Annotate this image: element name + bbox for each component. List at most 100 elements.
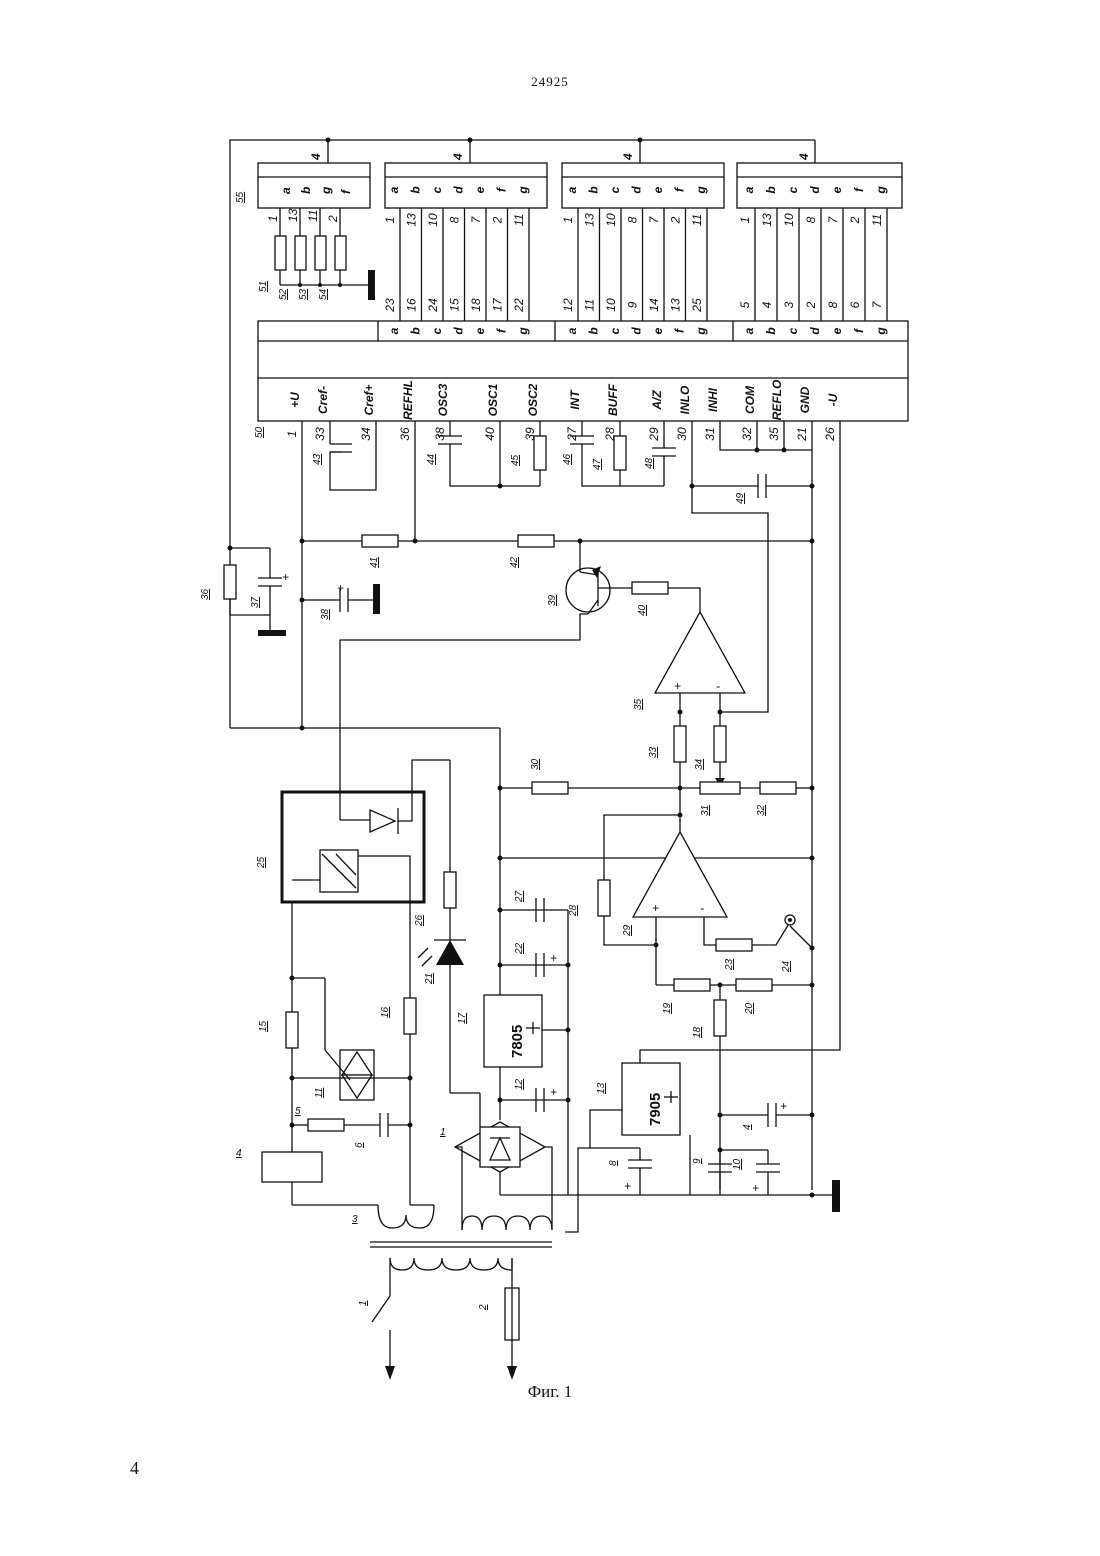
svg-text:26: 26 (414, 914, 425, 927)
display-3-pin: 1 (561, 217, 575, 224)
display-4-pin: 10 (782, 213, 796, 227)
svg-text:+: + (780, 1099, 787, 1113)
display-3-pin: 11 (690, 214, 704, 226)
svg-text:46: 46 (562, 453, 573, 465)
svg-text:10: 10 (732, 1158, 743, 1170)
display-2-pin: 10 (426, 213, 440, 227)
display-4-seg-e: e (830, 186, 844, 193)
svg-text:48: 48 (644, 457, 655, 469)
display-2-seg-g: g (516, 186, 530, 195)
adc-signal--u: +U (288, 392, 302, 408)
adc-segment-pin: 9 (626, 301, 640, 308)
adc-segment-pin: 7 (870, 300, 884, 308)
svg-text:+: + (550, 951, 557, 965)
svg-text:15: 15 (258, 1020, 269, 1032)
svg-text:31: 31 (700, 805, 711, 816)
display-2-seg-b: b (409, 186, 423, 193)
adc-signal-com: COM (743, 385, 757, 414)
page-number: 4 (130, 1458, 139, 1479)
svg-text:35: 35 (633, 698, 644, 710)
svg-text:+: + (550, 1085, 557, 1099)
display-4-seg-b: b (764, 186, 778, 193)
display-3-seg-c: c (608, 186, 622, 193)
adc-seg-b: b (587, 327, 601, 334)
adc-segment-pin: 23 (383, 298, 397, 313)
display-3-pin: 13 (583, 213, 597, 227)
adc-pin: 32 (740, 427, 754, 441)
svg-text:4: 4 (621, 153, 635, 161)
svg-text:41: 41 (369, 557, 380, 568)
adc-pin: 35 (767, 427, 781, 441)
svg-text:2: 2 (478, 1304, 489, 1311)
adc-segment-pin: 8 (826, 301, 840, 308)
display-1: 55 4 a b g f 1 13 11 2 51 52 53 54 (235, 153, 375, 300)
adc-seg-e: e (473, 327, 487, 334)
display-2-seg-c: c (430, 186, 444, 193)
display-4-seg-d: d (808, 186, 822, 194)
adc-signal-gnd: GND (798, 386, 812, 413)
svg-text:54: 54 (318, 288, 329, 300)
adc-pin: 33 (313, 427, 327, 441)
svg-text:51: 51 (258, 281, 269, 292)
adc-seg-b: b (409, 327, 423, 334)
svg-text:28: 28 (568, 904, 579, 917)
adc-signal-osc1: OSC1 (486, 383, 500, 416)
svg-text:18: 18 (692, 1026, 703, 1038)
display-2-pin: 8 (448, 216, 462, 223)
display-3: 4 (562, 153, 724, 208)
display-2-pin: 13 (405, 213, 419, 227)
display-3-pin: 7 (647, 215, 661, 223)
display-3-seg-g: g (694, 186, 708, 195)
svg-text:44: 44 (426, 453, 437, 465)
display-4-pin: 2 (848, 216, 862, 224)
svg-text:43: 43 (312, 453, 323, 465)
svg-text:25: 25 (256, 856, 267, 869)
svg-text:+: + (652, 901, 659, 915)
adc-pin: 21 (795, 427, 809, 441)
regulator-7805: 7805 (509, 1025, 526, 1058)
adc-segment-pin: 11 (583, 299, 597, 311)
svg-text:33: 33 (648, 746, 659, 758)
display-1-seg-a: a (279, 187, 293, 194)
adc-pin: 40 (483, 427, 497, 441)
adc-segment-pin: 18 (469, 298, 483, 312)
adc-seg-d: d (630, 327, 644, 335)
negative-supply: 7905 13 + 8 + 4 + 9 10 (565, 1063, 815, 1232)
adc-segment-pin: 5 (738, 301, 752, 308)
display-2-pin: 11 (512, 214, 526, 226)
display-3-seg-e: e (651, 186, 665, 193)
svg-text:-: - (716, 679, 720, 693)
display-3-seg-b: b (587, 186, 601, 193)
adc-seg-a: a (742, 327, 756, 334)
display-1-seg-g: g (319, 186, 333, 195)
svg-text:22: 22 (514, 942, 525, 955)
display-2-pin: 7 (469, 215, 483, 223)
svg-text:13: 13 (596, 1082, 607, 1094)
svg-text:34: 34 (694, 758, 705, 770)
svg-text:47: 47 (592, 458, 603, 470)
svg-text:39: 39 (547, 594, 558, 606)
svg-text:29: 29 (622, 924, 633, 937)
display-2-pin: 1 (383, 217, 397, 224)
svg-text:9: 9 (692, 1158, 703, 1164)
adc-segment-pin: 14 (647, 298, 661, 312)
svg-text:6: 6 (354, 1142, 365, 1148)
adc-segment-pin: 12 (561, 298, 575, 312)
adc-pin: 38 (433, 427, 447, 441)
svg-text:1: 1 (440, 1127, 446, 1138)
adc-segment-pin: 10 (604, 298, 618, 312)
svg-text:4: 4 (797, 153, 811, 161)
adc-segment-pin: 4 (760, 301, 774, 308)
svg-text:38: 38 (320, 608, 331, 620)
display-2-seg-a: a (387, 186, 401, 193)
display-3-pin: 10 (604, 213, 618, 227)
adc-seg-d: d (452, 327, 466, 335)
svg-text:21: 21 (424, 973, 435, 985)
display-4-seg-g: g (874, 186, 888, 195)
svg-text:52: 52 (278, 288, 289, 300)
svg-text:23: 23 (724, 958, 735, 971)
svg-text:42: 42 (509, 556, 520, 568)
svg-text:11: 11 (314, 1088, 325, 1098)
adc-segment-pin: 6 (848, 301, 862, 308)
adc-segment-pin: 17 (491, 297, 505, 312)
